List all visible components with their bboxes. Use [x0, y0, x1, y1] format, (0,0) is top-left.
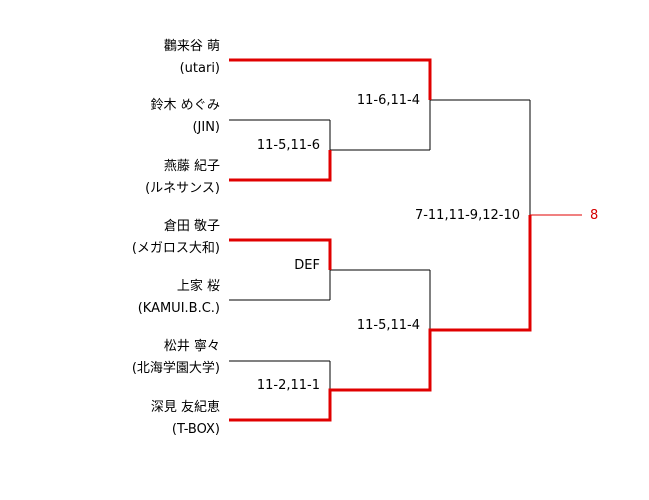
player-1-team: (utari): [180, 61, 220, 76]
player-7-win-path: [229, 215, 532, 422]
score-r1-m2: DEF: [294, 258, 320, 273]
score-r2-m1: 11-6,11-4: [357, 93, 420, 108]
score-r1-m3: 11-2,11-1: [257, 378, 320, 393]
score-final: 7-11,11-9,12-10: [415, 208, 520, 223]
player-3-name: 燕藤 紀子: [164, 159, 220, 174]
player-7-team: (T-BOX): [172, 422, 220, 437]
winner-path: [229, 58, 582, 422]
player-2-team: (JIN): [192, 120, 220, 135]
player-1-name: 鸛来谷 萌: [164, 39, 220, 54]
player-6-team: (北海学園大学): [132, 360, 220, 376]
player-4-win-path: [229, 238, 332, 270]
player-2-name: 鈴木 めぐみ: [150, 98, 220, 113]
score-r1-m1: 11-5,11-6: [257, 138, 320, 153]
score-r2-m2: 11-5,11-4: [357, 318, 420, 333]
player-3-team: (ルネサンス): [145, 181, 220, 196]
player-6-name: 松井 寧々: [164, 338, 220, 354]
player-labels: 鸛来谷 萌 (utari) 鈴木 めぐみ (JIN) 燕藤 紀子 (ルネサンス)…: [132, 39, 220, 437]
player-7-name: 深見 友紀恵: [151, 399, 220, 415]
match-scores: 11-5,11-6 DEF 11-2,11-1 11-6,11-4 11-5,1…: [257, 93, 520, 393]
player-5-name: 上家 桜: [177, 278, 220, 294]
result-number: 8: [590, 208, 598, 223]
player-3-win-path: [229, 150, 332, 182]
player-4-team: (メガロス大和): [132, 241, 220, 256]
player-1-win-path: [229, 58, 432, 100]
bracket-lines: [229, 99, 531, 390]
player-4-name: 倉田 敬子: [164, 218, 220, 234]
player-5-team: (KAMUI.B.C.): [138, 301, 220, 316]
